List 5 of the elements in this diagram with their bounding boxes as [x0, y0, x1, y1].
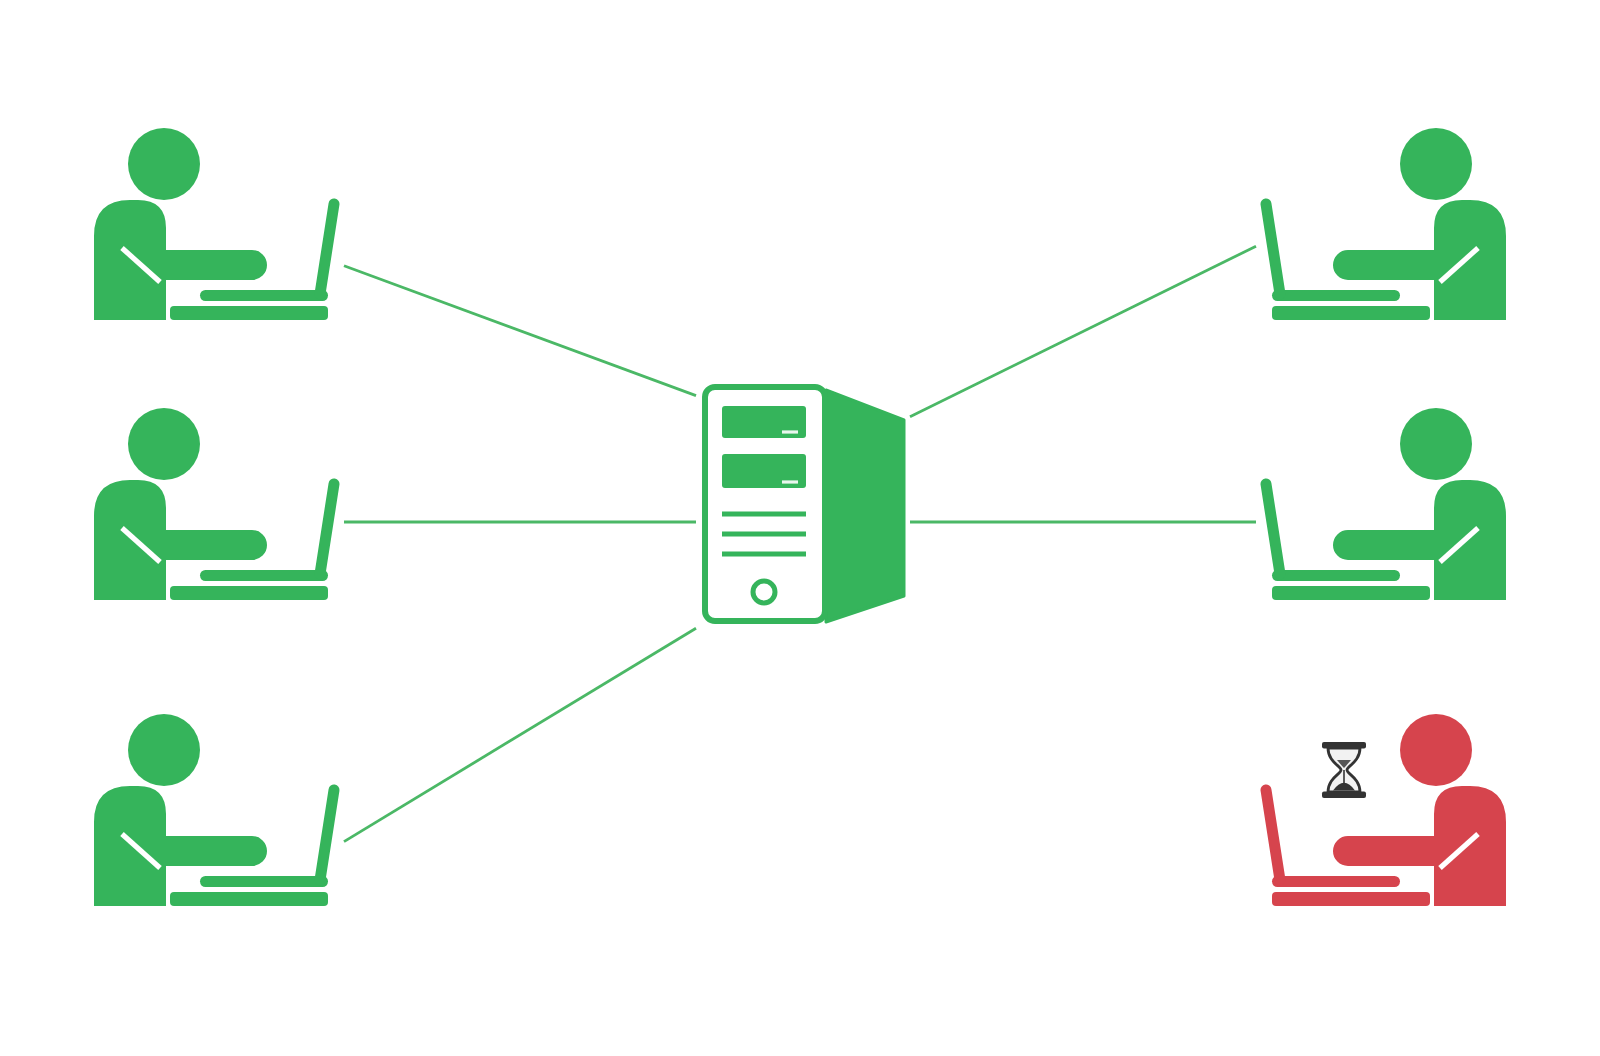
connection-line — [909, 244, 1257, 419]
connection-line — [910, 520, 1256, 524]
connection-line — [343, 627, 697, 843]
connection-line — [344, 520, 696, 524]
connection-line — [343, 264, 697, 397]
